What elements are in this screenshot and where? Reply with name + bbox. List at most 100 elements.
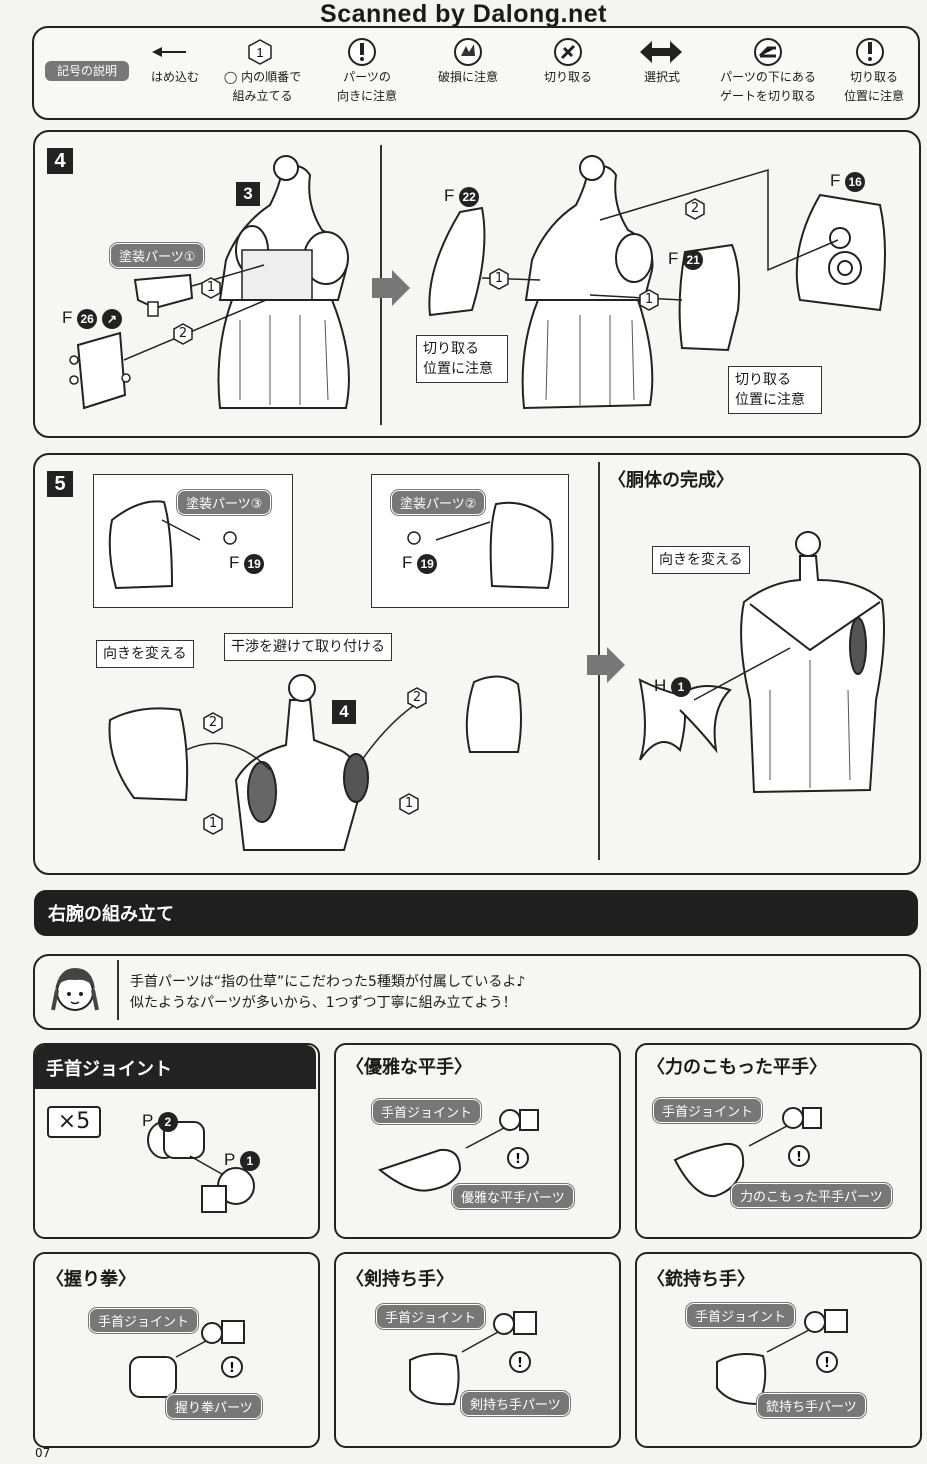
character-mascot-icon: [51, 968, 99, 1011]
part-number-badge: 21: [683, 249, 704, 270]
order-2-marker: 2: [202, 712, 224, 734]
cutter-icon: [554, 38, 582, 66]
legend-label-select: 選択式: [643, 70, 680, 84]
cutter-mark-icon: ↗: [101, 308, 122, 329]
avoid-interference-note: 干渉を避けて取り付ける: [224, 633, 392, 661]
gate-under-part-icon: [754, 38, 782, 66]
hand-panel-title: 〈力のこもった平手〉: [647, 1057, 827, 1078]
order-1-marker: 1: [398, 793, 420, 815]
hand-panel-title: 〈優雅な平手〉: [346, 1057, 472, 1078]
quantity-badge: ×5: [47, 1106, 101, 1138]
part-number-badge: 19: [244, 553, 265, 574]
part-f19-label-left: F 19: [229, 553, 265, 574]
hand-panel-title: 〈剣持ち手〉: [346, 1269, 454, 1290]
order-2-marker: 2: [684, 198, 706, 220]
order-1-marker: 1: [202, 813, 224, 835]
part-number-badge: 26: [77, 308, 98, 329]
part-letter: F: [229, 553, 240, 572]
svg-text:1: 1: [256, 45, 263, 60]
step-5-next-arrow: [587, 647, 625, 683]
paint-part-3-tag: 塗装パーツ③: [177, 490, 272, 515]
page-number: 07: [35, 1446, 51, 1460]
hand-part-tag: 銃持ち手パーツ: [757, 1393, 866, 1418]
part-f16-label: F 16: [830, 171, 866, 192]
paint-part-2-tag: 塗装パーツ②: [391, 490, 486, 515]
torso-assembly-illustration-left: [69, 155, 350, 410]
step-5-sub-number: 4: [332, 700, 356, 724]
legend-label-cut-position: 切り取る 位置に注意: [843, 70, 904, 103]
order-1-marker: 1: [488, 268, 510, 290]
fist-hand-illustration: !: [129, 1320, 245, 1398]
wrist-joint-tag: 手首ジョイント: [376, 1304, 486, 1329]
torso-complete-title: 〈胴体の完成〉: [608, 470, 734, 491]
svg-text:!: !: [515, 1152, 521, 1167]
part-p1-label: P 1: [224, 1150, 260, 1171]
part-number-badge: 2: [157, 1111, 178, 1132]
hand-part-tag: 握り拳パーツ: [166, 1394, 262, 1419]
part-letter: F: [830, 171, 841, 190]
svg-text:!: !: [229, 1361, 235, 1376]
order-1-marker: 1: [638, 289, 660, 311]
broken-part-icon: [454, 38, 482, 66]
legend-label-order: ◯ 内の順番で 組み立てる: [223, 70, 302, 103]
part-letter: P: [224, 1150, 236, 1169]
wrist-joint-tag: 手首ジョイント: [89, 1308, 199, 1333]
section-header-bar: [34, 890, 918, 936]
order-2-marker: 2: [172, 323, 194, 345]
step-4-number: 4: [47, 148, 73, 174]
part-letter: P: [142, 1111, 154, 1130]
shoulder-part-illustration-left: [108, 500, 237, 590]
order-1-marker: 1: [200, 277, 222, 299]
watermark: Scanned by Dalong.net: [320, 0, 607, 28]
part-number-badge: 19: [417, 553, 438, 574]
wrist-joint-tag: 手首ジョイント: [686, 1303, 796, 1328]
part-number-badge: 1: [671, 676, 692, 697]
legend-title: 記号の説明: [45, 61, 129, 81]
wrist-joint-illustration: [147, 1121, 255, 1213]
part-f19-label-right: F 19: [402, 553, 438, 574]
part-letter: F: [668, 249, 679, 268]
cut-position-note-right: 切り取る 位置に注意: [728, 366, 822, 414]
shoulder-part-illustration-right: [407, 501, 554, 590]
cut-position-icon: [856, 38, 884, 66]
legend-label-insert: はめ込む: [150, 70, 199, 84]
step-4-next-arrow: [372, 270, 410, 306]
torso-assembly-illustration-right: [428, 155, 886, 410]
strong-flat-hand-illustration: !: [673, 1107, 822, 1198]
turn-around-note-left: 向きを変える: [96, 640, 194, 668]
legend-label-gate: パーツの下にある ゲートを切り取る: [719, 70, 816, 103]
legend-label-breakage: 破損に注意: [437, 70, 498, 84]
wrist-joint-tag: 手首ジョイント: [372, 1099, 482, 1124]
legend-label-cut: 切り取る: [543, 70, 592, 84]
part-p2-label: P 2: [142, 1111, 178, 1132]
svg-text:!: !: [517, 1356, 523, 1371]
hand-part-tag: 剣持ち手パーツ: [461, 1391, 570, 1416]
hand-part-tag: 力のこもった平手パーツ: [731, 1183, 892, 1208]
elegant-flat-hand-illustration: !: [377, 1109, 539, 1192]
order-2-marker: 2: [406, 687, 428, 709]
part-f21-label: F 21: [668, 249, 704, 270]
part-number-badge: 1: [239, 1150, 260, 1171]
part-number-badge: 16: [845, 171, 866, 192]
part-f22-label: F 22: [444, 186, 480, 207]
part-letter: F: [62, 308, 73, 327]
legend-label-direction: パーツの 向きに注意: [336, 70, 397, 103]
info-box: [33, 954, 921, 1030]
paint-part-1-tag: 塗装パーツ①: [110, 243, 205, 268]
step-5-number: 5: [47, 471, 73, 497]
svg-text:!: !: [824, 1356, 830, 1371]
completed-torso-illustration: [638, 531, 885, 794]
hexagon-number-icon: 1: [248, 39, 272, 65]
step-4-sub-number: 3: [236, 182, 260, 206]
section-title: 右腕の組み立て: [48, 904, 174, 925]
hand-panel-title: 〈握り拳〉: [46, 1269, 136, 1290]
cut-position-note-left: 切り取る 位置に注意: [416, 335, 508, 383]
info-text: 手首パーツは“指の仕草”にこだわった5種類が付属しているよ♪ 似たようなパーツが…: [130, 974, 526, 1011]
wrist-joint-header: [35, 1045, 316, 1089]
part-h1-label: H 1: [654, 676, 692, 697]
arrow-left-icon: [152, 47, 186, 57]
part-letter: F: [444, 186, 455, 205]
wrist-joint-tag: 手首ジョイント: [653, 1098, 763, 1123]
gun-grip-hand-illustration: !: [716, 1309, 848, 1406]
hand-part-tag: 優雅な平手パーツ: [452, 1184, 574, 1209]
